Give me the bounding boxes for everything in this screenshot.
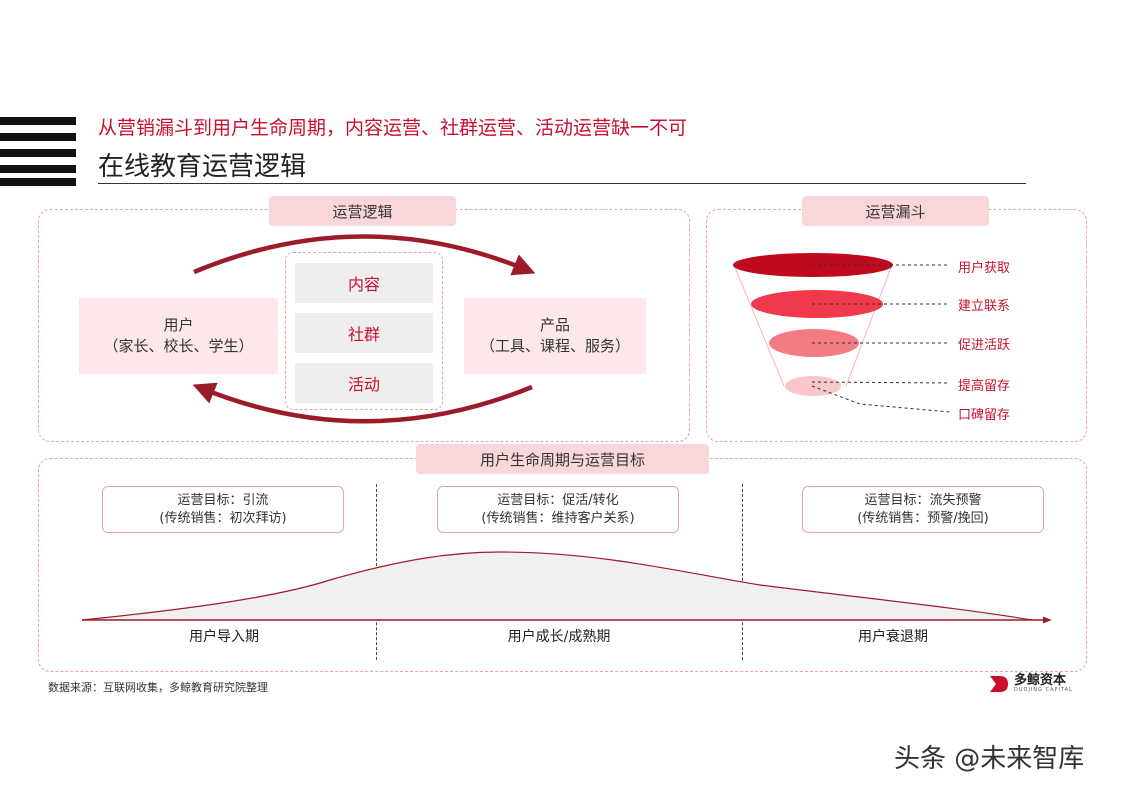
logo-subtitle: DUOJING CAPITAL: [1014, 687, 1073, 693]
goal-growth-title: 运营目标：促活/转化: [497, 492, 619, 508]
user-box-detail: （家长、校长、学生）: [103, 337, 254, 355]
activity-item: 活动: [295, 363, 433, 403]
phase-decline: 用户衰退期: [858, 629, 928, 645]
funnel-stage-5: 口碑留存: [958, 408, 1011, 423]
logic-panel-label: 运营逻辑: [269, 196, 456, 226]
title-divider: [98, 183, 1026, 184]
product-box: 产品 （工具、课程、服务）: [464, 298, 646, 374]
goal-decline-detail: (传统销售：预警/挽回): [857, 510, 989, 526]
phase-divider-2: [742, 484, 743, 660]
lifecycle-area: [82, 552, 1032, 620]
product-box-detail: （工具、课程、服务）: [479, 337, 630, 355]
phase-growth: 用户成长/成熟期: [507, 629, 611, 645]
goal-intro-title: 运营目标：引流: [177, 492, 269, 508]
goal-box-intro: 运营目标：引流 (传统销售：初次拜访): [102, 486, 344, 533]
phase-intro: 用户导入期: [189, 629, 259, 645]
product-box-title: 产品: [539, 316, 570, 334]
duojing-logo: 多鲸资本 DUOJING CAPITAL: [988, 674, 1073, 694]
user-box: 用户 （家长、校长、学生）: [79, 298, 278, 374]
page-title: 在线教育运营逻辑: [98, 152, 307, 182]
leader-line-4: [811, 381, 951, 384]
logo-mark-icon: [990, 676, 1008, 692]
operations-group: 内容 社群 活动: [285, 252, 443, 410]
funnel-panel-label: 运营漏斗: [802, 196, 989, 226]
title-bar-1: [0, 117, 76, 125]
logo-name: 多鲸资本: [1014, 673, 1067, 688]
watermark: 头条 @未来智库: [894, 744, 1085, 774]
funnel-stage-1: 用户获取: [958, 261, 1011, 276]
title-bar-5: [0, 178, 76, 186]
content-item: 内容: [295, 263, 433, 303]
user-box-title: 用户: [163, 316, 194, 334]
funnel-outline: [733, 264, 893, 387]
goal-decline-title: 运营目标：流失预警: [864, 492, 982, 508]
goal-box-decline: 运营目标：流失预警 (传统销售：预警/挽回): [802, 486, 1044, 533]
lifecycle-panel-label: 用户生命周期与运营目标: [416, 444, 709, 474]
goal-box-growth: 运营目标：促活/转化 (传统销售：维持客户关系): [437, 486, 679, 533]
title-bar-3: [0, 149, 76, 157]
bottom-cycle-arrow: [192, 382, 533, 424]
goal-intro-detail: (传统销售：初次拜访): [159, 510, 287, 526]
funnel-stage-2: 建立联系: [958, 299, 1011, 314]
funnel-stage-3: 促进活跃: [958, 338, 1011, 353]
funnel-layer-2: [751, 290, 883, 318]
community-item: 社群: [295, 313, 433, 353]
data-source-note: 数据来源：互联网收集，多鲸教育研究院整理: [48, 681, 268, 694]
title-bar-4: [0, 165, 76, 173]
funnel-stage-4: 提高留存: [958, 379, 1011, 394]
lifecycle-curve: [81, 551, 1033, 621]
title-bar-2: [0, 133, 76, 141]
goal-growth-detail: (传统销售：维持客户关系): [481, 510, 635, 526]
page-subtitle: 从营销漏斗到用户生命周期，内容运营、社群运营、活动运营缺一不可: [98, 117, 688, 139]
top-cycle-arrow: [193, 234, 536, 276]
